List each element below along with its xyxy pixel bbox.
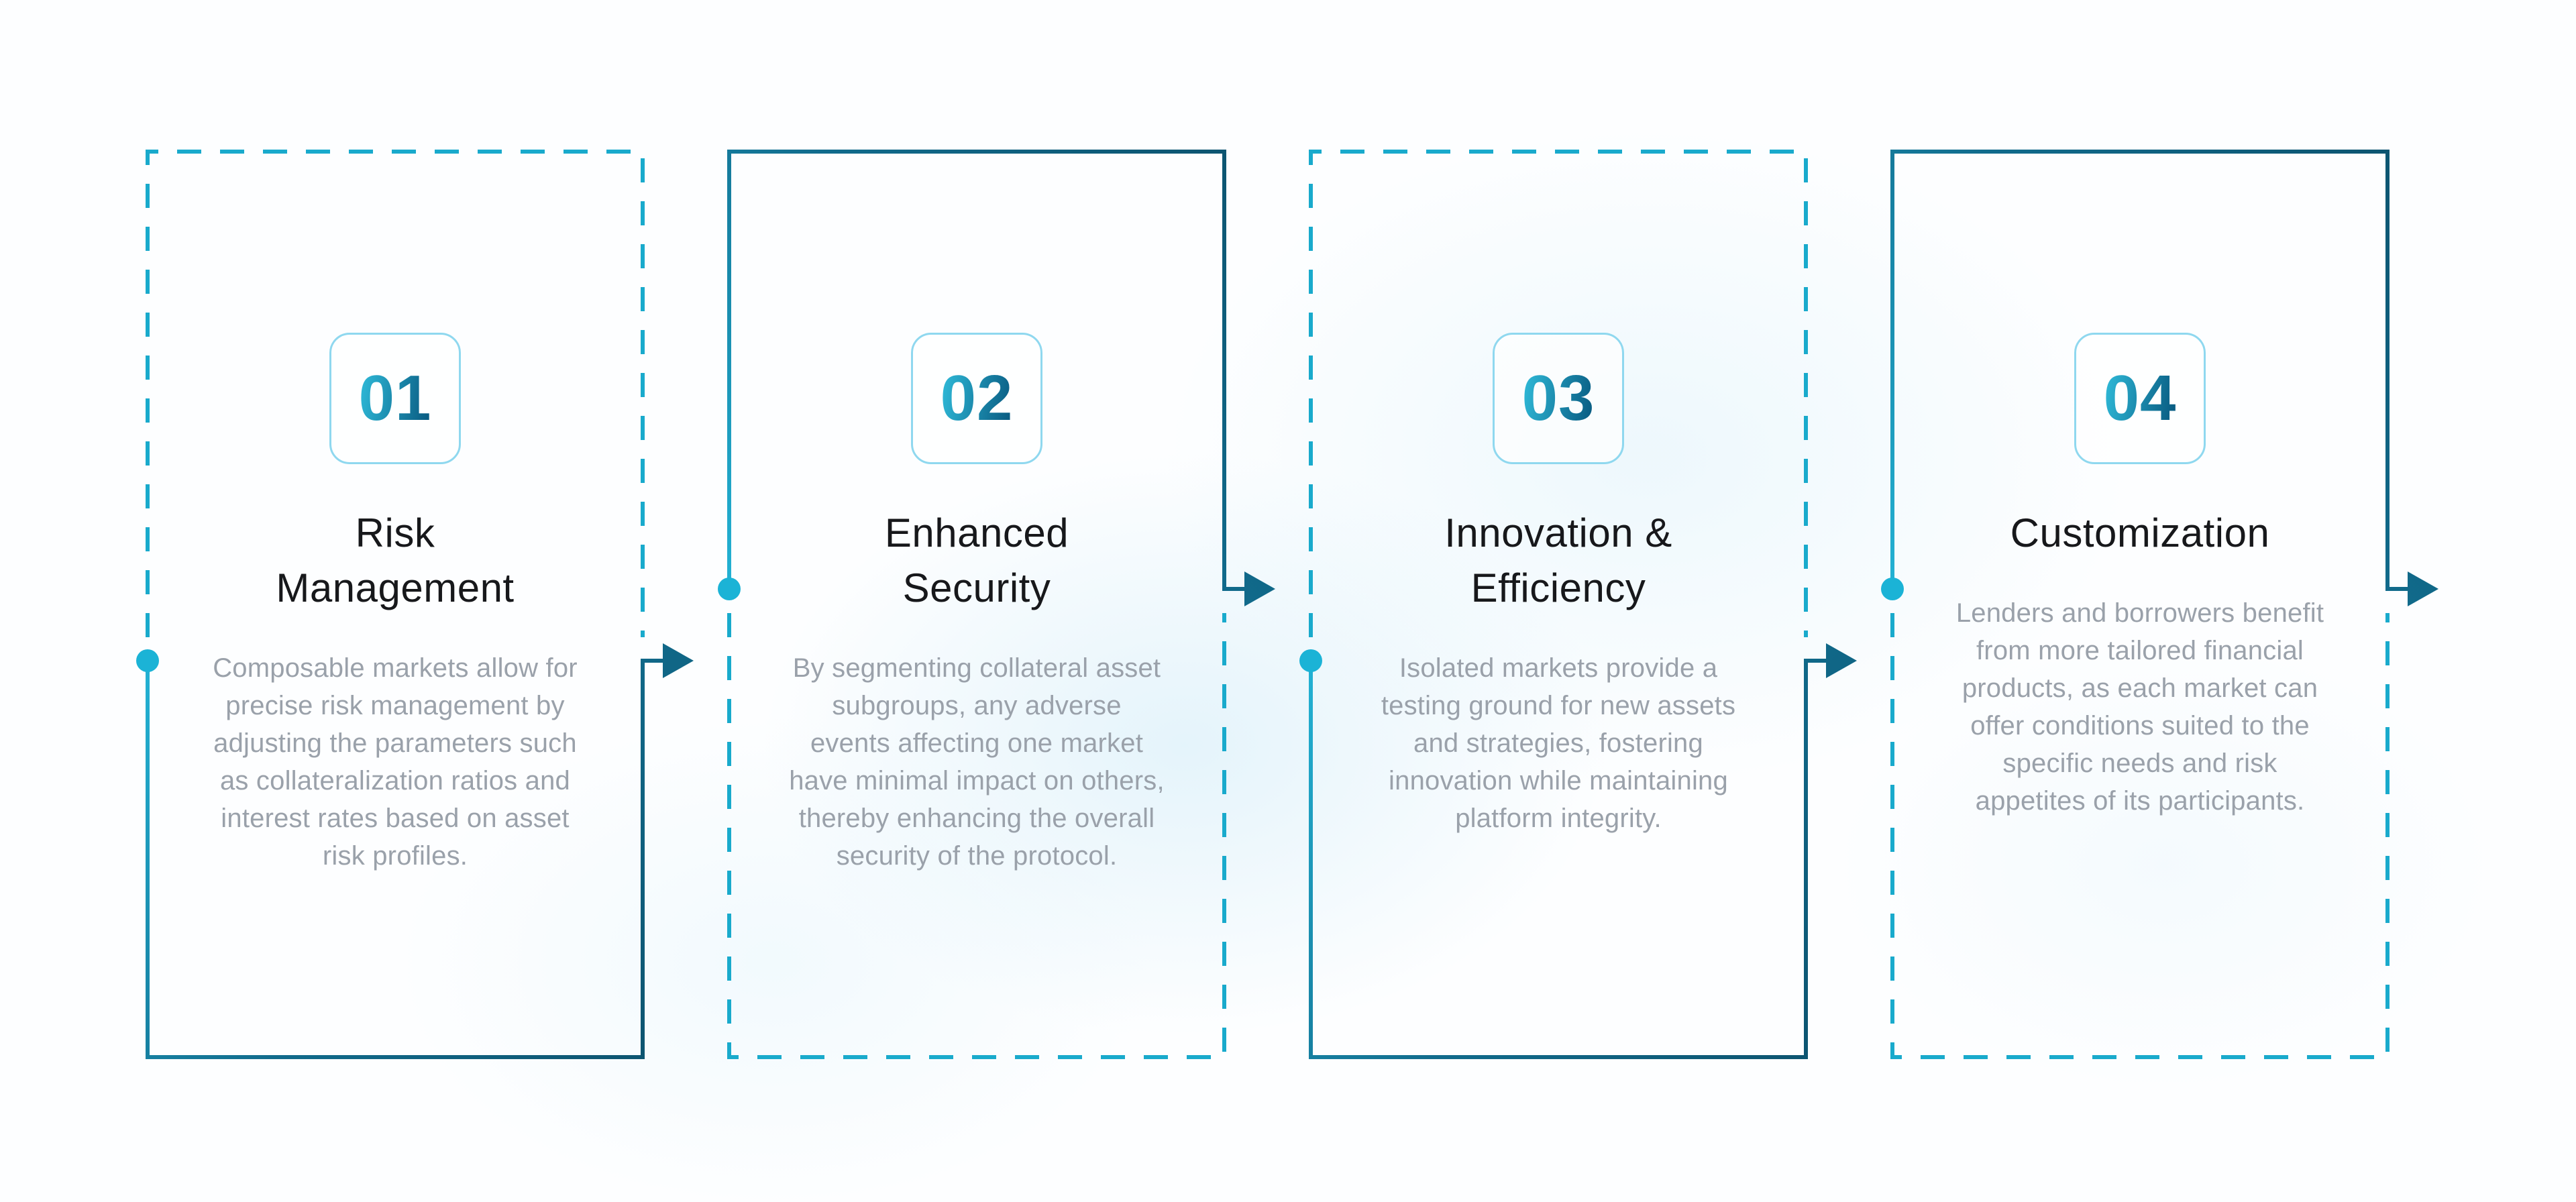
step-title: Enhanced Security	[884, 510, 1069, 610]
step-number-badge: 04	[2074, 333, 2206, 464]
card-2-flow-dot	[718, 578, 741, 600]
step-number-badge: 01	[329, 333, 461, 464]
card-4-arrow-icon	[2408, 571, 2438, 606]
step-title: Risk Management	[276, 510, 515, 610]
card-4-flow-dot	[1881, 578, 1904, 600]
step-description: Composable markets allow for precise ris…	[213, 653, 578, 871]
card-1-border	[136, 150, 694, 1059]
step-description: Isolated markets provide a testing groun…	[1381, 653, 1736, 833]
step-number: 03	[1521, 362, 1595, 434]
step-title: Customization	[2010, 510, 2270, 555]
card-1-arrow-icon	[663, 643, 694, 678]
card-3-border	[1299, 150, 1857, 1059]
step-card-01: 01 Risk Management Composable markets al…	[148, 152, 643, 1057]
card-2-flow-line	[727, 150, 1246, 591]
step-description: By segmenting collateral asset subgroups…	[789, 653, 1165, 871]
step-card-02: 02 Enhanced Security By segmenting colla…	[729, 152, 1224, 1057]
card-1-dashed-border	[146, 150, 645, 637]
card-1-flow-dot	[136, 649, 159, 672]
card-1-flow-line	[146, 659, 664, 1059]
card-3-arrow-icon	[1826, 643, 1857, 678]
step-description: Lenders and borrowers benefit from more …	[1955, 598, 2324, 816]
step-card-04: 04 Customization Lenders and borrowers b…	[1892, 152, 2387, 1057]
step-number-badge: 02	[911, 333, 1042, 464]
step-number: 01	[358, 362, 432, 434]
card-3-flow-line	[1309, 659, 1827, 1059]
step-number-badge: 03	[1493, 333, 1624, 464]
card-4-flow-line	[1890, 150, 2409, 591]
step-card-03: 03 Innovation & Efficiency Isolated mark…	[1311, 152, 1806, 1057]
card-2-arrow-icon	[1244, 571, 1275, 606]
card-2-border	[718, 150, 1275, 1059]
card-4-dashed-border	[1890, 613, 2390, 1059]
step-number: 04	[2103, 362, 2177, 434]
card-3-dashed-border	[1309, 150, 1808, 637]
card-2-dashed-border	[727, 613, 1226, 1059]
step-title: Innovation & Efficiency	[1444, 510, 1672, 610]
card-4-border	[1881, 150, 2438, 1059]
step-number: 02	[940, 362, 1014, 434]
card-3-flow-dot	[1299, 649, 1322, 672]
